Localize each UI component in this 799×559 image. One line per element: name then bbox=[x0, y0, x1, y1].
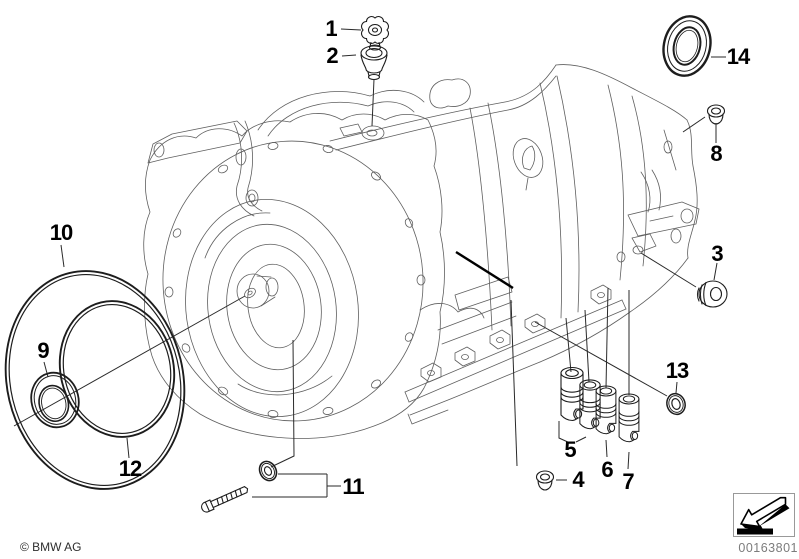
callout-3[interactable]: 3 bbox=[711, 241, 723, 266]
callout-7[interactable]: 7 bbox=[622, 469, 634, 494]
transmission-housing-drawing bbox=[143, 64, 700, 439]
callout-11[interactable]: 11 bbox=[342, 474, 364, 499]
part-6-solenoid-valve bbox=[595, 385, 617, 435]
callout-14[interactable]: 14 bbox=[726, 44, 751, 69]
back-arrow-icon bbox=[737, 496, 790, 535]
callout-2[interactable]: 2 bbox=[326, 43, 338, 68]
diagram-number: 00163801 bbox=[738, 541, 798, 555]
part-9-shaft-seal bbox=[30, 371, 80, 429]
part-4-plug bbox=[535, 470, 555, 491]
callout-9[interactable]: 9 bbox=[37, 338, 49, 363]
callout-12[interactable]: 12 bbox=[118, 456, 143, 481]
part-11-washer bbox=[258, 460, 278, 482]
callout-8[interactable]: 8 bbox=[710, 141, 722, 166]
nav-thumbnail-box[interactable] bbox=[733, 493, 795, 537]
part-7-solenoid-valve bbox=[618, 393, 640, 443]
part-12-inner-gasket-ring bbox=[58, 300, 176, 438]
callout-10[interactable]: 10 bbox=[49, 220, 74, 245]
part-2-filler-plug bbox=[360, 45, 388, 81]
callout-5[interactable]: 5 bbox=[564, 437, 576, 462]
callout-1[interactable]: 1 bbox=[325, 16, 337, 41]
callout-4[interactable]: 4 bbox=[572, 467, 584, 492]
callout-13[interactable]: 13 bbox=[665, 358, 690, 383]
callout-6[interactable]: 6 bbox=[601, 457, 613, 482]
part-8-plug bbox=[706, 104, 726, 125]
part-11-bolt bbox=[201, 486, 249, 513]
part-13-o-ring bbox=[666, 392, 686, 416]
part-1-vent-cap bbox=[361, 16, 389, 51]
part-3-threaded-plug bbox=[696, 280, 728, 308]
copyright-text: © BMW AG bbox=[20, 540, 82, 554]
part-14-shaft-seal bbox=[662, 15, 712, 77]
part-5-solenoid-valve-pair bbox=[560, 366, 601, 430]
part-10-gasket-ring bbox=[4, 270, 186, 490]
leader-lines bbox=[13, 28, 726, 498]
